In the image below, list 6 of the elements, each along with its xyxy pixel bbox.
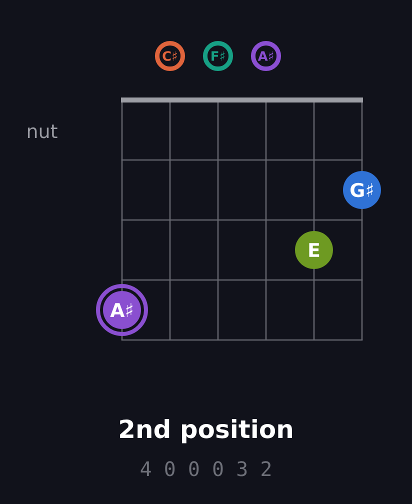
nut-label: nut	[28, 124, 58, 138]
legend-label: A♯	[258, 51, 274, 61]
legend-label: F♯	[212, 51, 224, 61]
legend-label: C♯	[162, 51, 177, 61]
fret-numbers: 4 0 0 0 3 2	[140, 461, 270, 476]
title: 2nd position	[120, 419, 292, 444]
